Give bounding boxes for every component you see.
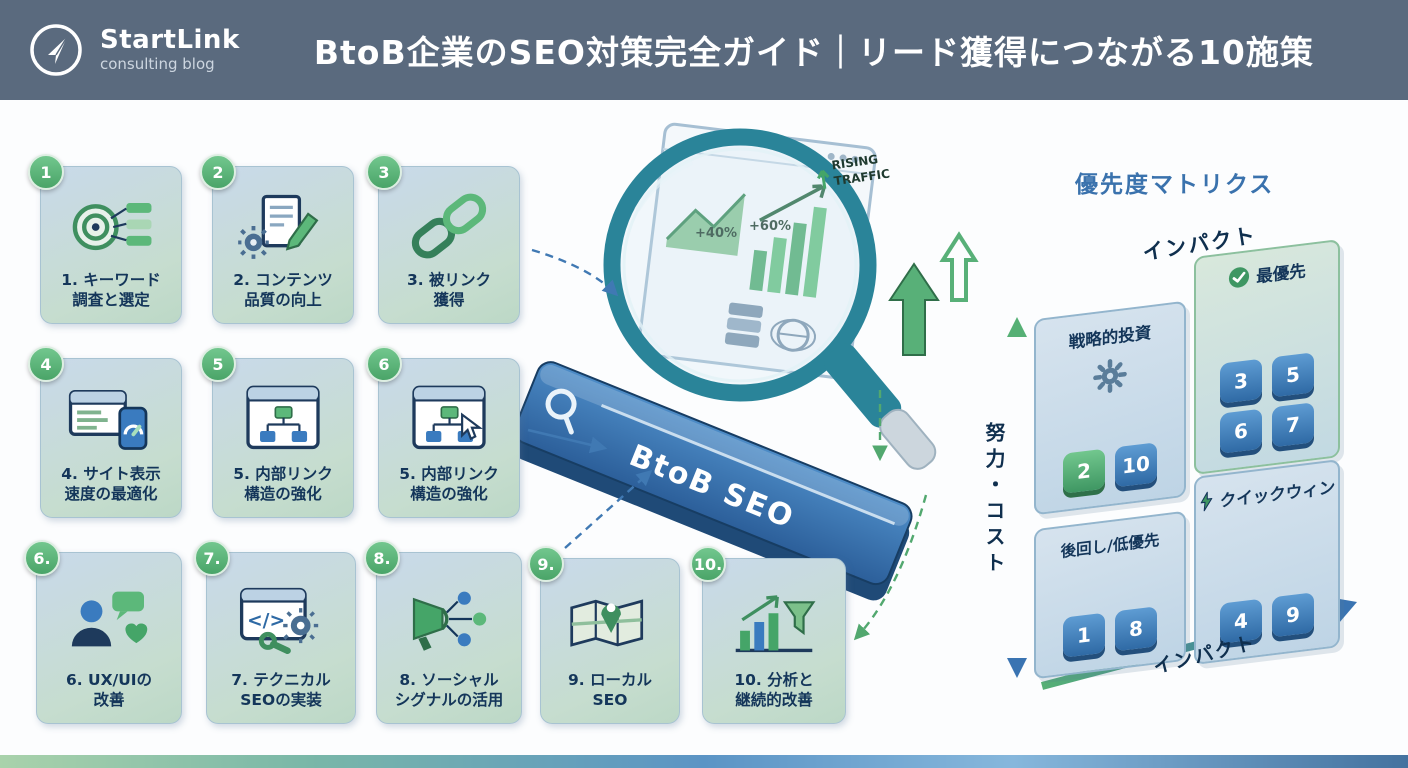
content-quality-icon bbox=[235, 167, 331, 270]
page-title: BtoB企業のSEO対策完全ガイド｜リード獲得につながる10施策 bbox=[313, 33, 1314, 72]
matrix-title: 優先度マトリクス bbox=[1075, 172, 1275, 198]
matrix-tile: 1 bbox=[1063, 612, 1105, 658]
quadrant-label: 戦略的投資 bbox=[1068, 322, 1152, 353]
stat-right-label: +60% bbox=[749, 219, 791, 234]
compass-logo-icon bbox=[30, 24, 82, 76]
step-number-badge: 5 bbox=[200, 346, 236, 382]
step-label: 9. ローカル SEO bbox=[567, 670, 653, 709]
matrix-tile: 8 bbox=[1115, 606, 1157, 652]
stat-left-label: +40% bbox=[695, 226, 737, 241]
step-card-4: 4 4. サイト表示 速度の最適化 bbox=[28, 346, 182, 518]
matrix-tile: 7 bbox=[1272, 402, 1314, 448]
social-signal-icon bbox=[401, 553, 497, 670]
matrix-tile: 5 bbox=[1272, 352, 1314, 398]
step-card-1: 1 1. キーワード 調査と選定 bbox=[28, 154, 182, 324]
footer-accent-strip bbox=[0, 755, 1408, 768]
quadrant-label: 後回し/低優先 bbox=[1060, 530, 1160, 562]
lightning-bolt-icon bbox=[1200, 491, 1213, 512]
internal-link-icon bbox=[235, 359, 331, 464]
quadrant-label: 最優先 bbox=[1228, 257, 1306, 291]
gear-icon bbox=[1090, 354, 1130, 403]
check-circle-icon bbox=[1229, 267, 1250, 288]
quadrant-strategic: 戦略的投資 2 10 bbox=[1034, 300, 1186, 516]
quadrant-quick-win: クイックウィン 4 9 bbox=[1194, 459, 1340, 665]
step-number-badge: 9. bbox=[528, 546, 564, 582]
matrix-tile: 2 bbox=[1063, 448, 1105, 494]
step-card-3: 3 3. 被リンク 獲得 bbox=[366, 154, 520, 324]
internal-link-cursor-icon bbox=[401, 359, 497, 464]
step-label: 2. コンテンツ 品質の向上 bbox=[233, 270, 333, 309]
step-number-badge: 3 bbox=[366, 154, 402, 190]
step-card-6: 6 5. 内部リンク 構造の強化 bbox=[366, 346, 520, 518]
step-number-badge: 1 bbox=[28, 154, 64, 190]
up-arrows bbox=[888, 231, 979, 356]
matrix-tile: 9 bbox=[1272, 592, 1314, 638]
seo-illustration: +40% +60% RISING TRAFFIC bbox=[512, 122, 979, 601]
step-number-badge: 4 bbox=[28, 346, 64, 382]
step-number-badge: 10. bbox=[690, 546, 726, 582]
brand-tagline: consulting blog bbox=[100, 55, 215, 74]
matrix-tile: 3 bbox=[1220, 358, 1262, 404]
technical-seo-icon: </> bbox=[233, 553, 329, 670]
step-card-11: 10. 10. 分析と 継続的改善 bbox=[690, 546, 846, 724]
step-label: 5. 内部リンク 構造の強化 bbox=[233, 464, 333, 503]
step-label: 10. 分析と 継続的改善 bbox=[734, 670, 814, 709]
step-label: 8. ソーシャル シグナルの活用 bbox=[394, 670, 504, 709]
step-number-badge: 2 bbox=[200, 154, 236, 190]
step-number-badge: 6 bbox=[366, 346, 402, 382]
axis-effort-left: 努力・コスト bbox=[982, 422, 1006, 578]
search-bar: BtoB SEO bbox=[512, 361, 913, 601]
brand-block: StartLink consulting blog bbox=[100, 25, 240, 74]
step-label: 7. テクニカル SEOの実装 bbox=[231, 670, 331, 709]
step-label: 3. 被リンク 獲得 bbox=[406, 270, 492, 309]
step-label: 4. サイト表示 速度の最適化 bbox=[61, 464, 161, 503]
step-card-8: 7. </> 7. テクニカル SEOの実装 bbox=[194, 540, 356, 724]
quadrant-top-priority: 最優先 3 5 6 7 bbox=[1194, 239, 1340, 475]
matrix-tile: 10 bbox=[1115, 442, 1157, 488]
step-label: 6. UX/UIの 改善 bbox=[65, 670, 153, 709]
magnifying-glass bbox=[603, 128, 937, 470]
quadrant-label: クイックウィン bbox=[1199, 474, 1335, 515]
step-number-badge: 6. bbox=[24, 540, 60, 576]
header-bar: StartLink consulting blog BtoB企業のSEO対策完全… bbox=[0, 0, 1408, 100]
svg-text:RISING: RISING bbox=[831, 152, 879, 172]
step-card-2: 2 2. コンテンツ 品質の向上 bbox=[200, 154, 354, 324]
brand-name: StartLink bbox=[100, 25, 240, 56]
svg-text:</>: </> bbox=[247, 611, 285, 632]
backlink-icon bbox=[401, 167, 497, 270]
matrix-tile: 6 bbox=[1220, 408, 1262, 454]
step-card-10: 9. 9. ローカル SEO bbox=[528, 546, 680, 724]
keyword-research-icon bbox=[63, 167, 159, 270]
step-card-5: 5 5. 内部リンク 構造の強化 bbox=[200, 346, 354, 518]
step-card-9: 8. 8. ソーシャル シグナルの活用 bbox=[364, 540, 522, 724]
ux-ui-icon bbox=[61, 553, 157, 670]
analytics-icon bbox=[726, 559, 822, 670]
site-speed-icon bbox=[63, 359, 159, 464]
local-seo-icon bbox=[562, 559, 658, 670]
area-chart bbox=[665, 194, 745, 256]
step-number-badge: 8. bbox=[364, 540, 400, 576]
step-number-badge: 7. bbox=[194, 540, 230, 576]
step-label: 5. 内部リンク 構造の強化 bbox=[399, 464, 499, 503]
step-card-7: 6. 6. UX/UIの 改善 bbox=[24, 540, 182, 724]
step-label: 1. キーワード 調査と選定 bbox=[61, 270, 161, 309]
